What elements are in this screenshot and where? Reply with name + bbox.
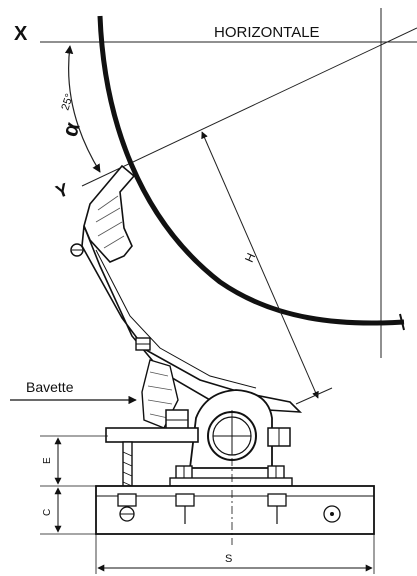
angle-arc (64, 45, 101, 173)
drum-curve-end (399, 313, 405, 331)
label-y: Y (53, 179, 71, 202)
upper-bracket (105, 427, 199, 443)
dimension-h-line (201, 131, 319, 399)
angle-symbol: α (57, 119, 85, 140)
arm-bolt (135, 337, 151, 351)
housing-left-bolt (165, 409, 189, 431)
label-x: X (14, 23, 28, 45)
scraper-blade-hatch (95, 195, 125, 249)
base-nut-right (267, 465, 285, 481)
label-s: S (225, 553, 232, 565)
drum-curve (97, 15, 405, 326)
label-e: E (42, 457, 53, 464)
dimension-h-ext (295, 387, 333, 405)
base-bolt-2 (175, 493, 195, 524)
base-bolt-1 (117, 493, 137, 522)
bavette-hatch (147, 371, 173, 419)
label-c: C (42, 509, 53, 516)
base-nut-left (175, 465, 193, 481)
blade-bolt (70, 243, 84, 257)
label-h: H (242, 251, 258, 265)
base-bolt-3 (267, 493, 287, 524)
housing-right-bolt (267, 427, 291, 447)
housing-foot (169, 477, 293, 487)
label-bavette: Bavette (26, 379, 74, 395)
inclined-line-y (81, 27, 417, 187)
angle-value: 25° (59, 92, 76, 112)
base-hole-right (323, 505, 341, 523)
tensioner-housing (188, 389, 273, 469)
arm-inner-line (95, 249, 257, 389)
label-horizontale: HORIZONTALE (214, 24, 320, 41)
